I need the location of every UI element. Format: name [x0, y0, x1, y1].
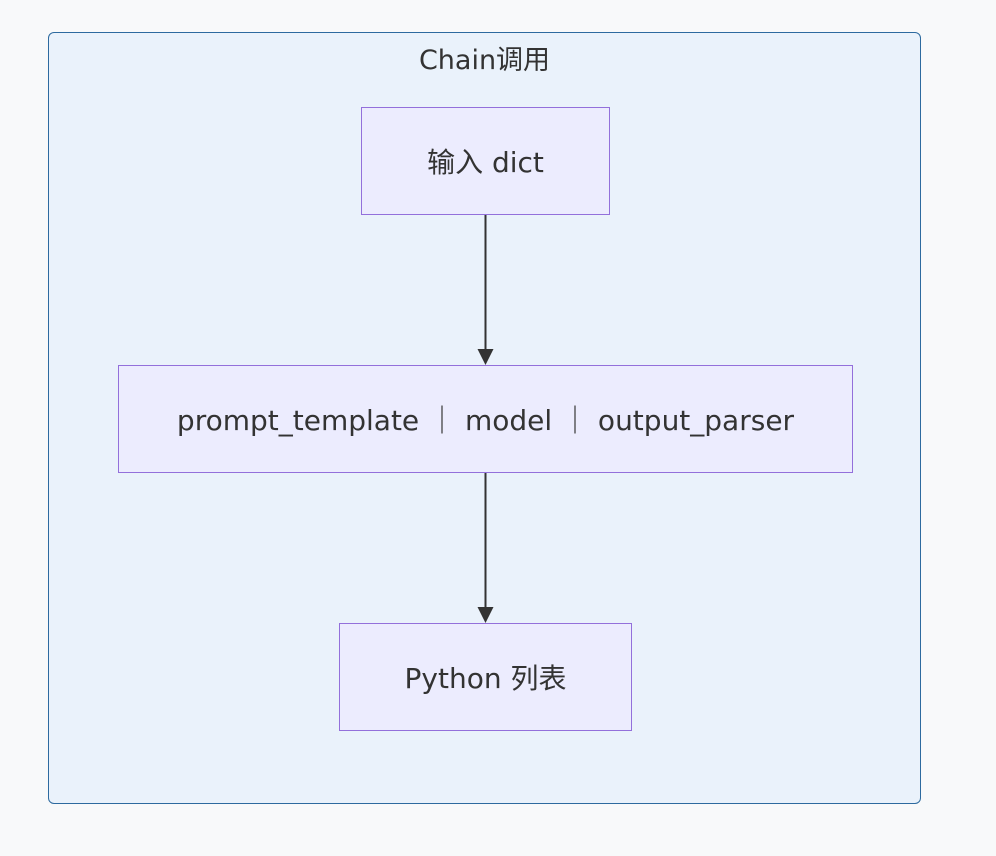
cluster-title: Chain调用 [418, 45, 551, 76]
node-chain-pipeline: prompt_template ｜ model ｜ output_parser [118, 365, 853, 473]
node-input-dict: 输入 dict [361, 107, 610, 215]
node-python-list: Python 列表 [339, 623, 632, 731]
